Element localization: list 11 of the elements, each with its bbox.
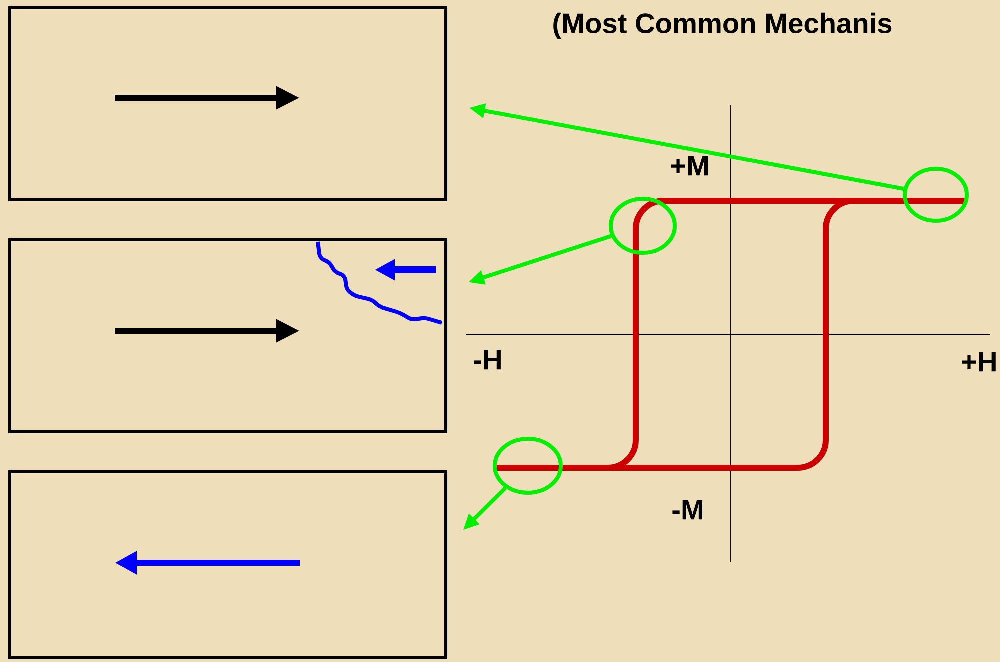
highlight-ellipse — [493, 437, 563, 495]
highlight-ellipse — [609, 197, 677, 255]
domain-box — [8, 238, 448, 434]
title: (Most Common Mechanis — [554, 12, 892, 40]
axis-label: -H — [474, 350, 501, 370]
domain-box — [8, 470, 448, 660]
domain-box — [8, 6, 448, 202]
axis-label: +M — [671, 156, 708, 176]
highlight-ellipse — [903, 167, 969, 223]
axis-label: +H — [962, 352, 996, 372]
axis-label: -M — [672, 500, 702, 520]
